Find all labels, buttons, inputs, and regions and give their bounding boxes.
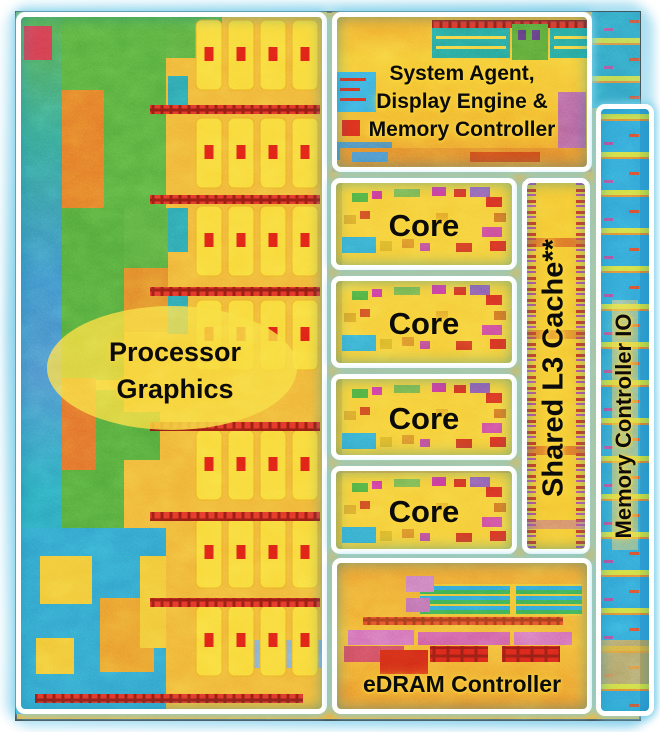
region-memory-controller-io [596,104,654,716]
region-processor-graphics [16,12,327,714]
region-core-4 [331,466,517,554]
core-3-label: Core [388,401,460,436]
shared-l3-cache-label: Shared L3 Cache** [537,239,570,497]
core-4-label: Core [388,494,460,529]
region-system-agent [332,12,592,172]
core-2-label: Core [388,306,460,341]
processor-graphics-label-line1: Processor [108,337,242,367]
edram-controller-label: eDRAM Controller [362,671,562,697]
processor-graphics-label: Processor Graphics [65,334,285,408]
system-agent-label-line2: Display Engine & [376,90,548,113]
system-agent-label: System Agent, Display Engine & Memory Co… [342,60,582,144]
region-core-2 [331,276,517,368]
core-1-label: Core [388,208,460,243]
region-core-1 [331,178,517,270]
noise-fine [16,12,640,720]
system-agent-label-line3: Memory Controller [368,118,556,141]
system-agent-label-line1: System Agent, [389,62,535,85]
region-shared-l3-cache [522,178,590,554]
region-edram-controller [332,558,592,714]
region-core-3 [331,374,517,460]
processor-graphics-label-line2: Graphics [116,374,234,404]
memory-controller-io-label: Memory Controller IO [611,313,636,539]
